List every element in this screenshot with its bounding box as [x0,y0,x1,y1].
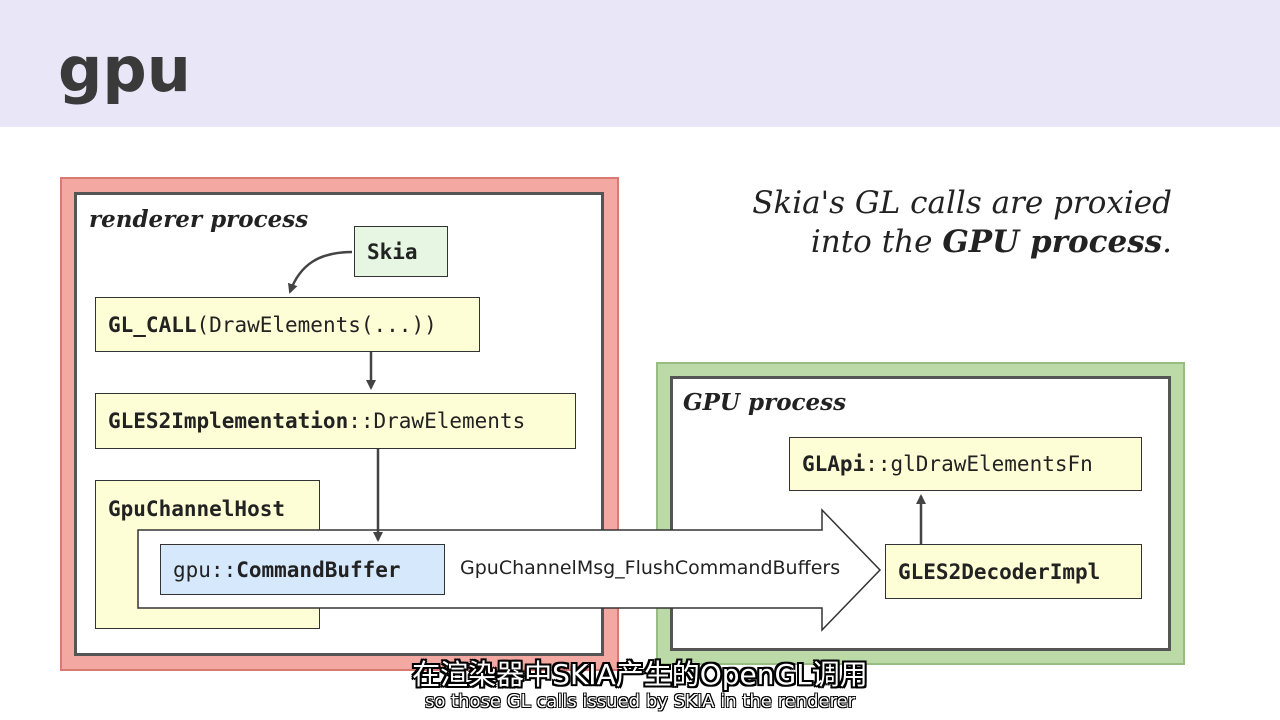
skia-to-glcall-arrow [287,250,353,294]
gles2-implementation-box: GLES2Implementation::DrawElements [95,393,576,449]
slide-title: gpu [58,33,191,106]
gpu-channel-host-label: GpuChannelHost [108,497,286,521]
glapi-class: GLApi [802,452,866,476]
note-line-2-suffix: . [1162,224,1172,260]
command-buffer-class: CommandBuffer [236,557,401,582]
gl-call-box: GL_CALL(DrawElements(...)) [95,297,480,352]
gpu-process-label: GPU process [683,389,847,416]
command-buffer-namespace: gpu:: [173,557,237,582]
explanation-note: Skia's GL calls are proxied into the GPU… [752,184,1172,262]
note-line-1: Skia's GL calls are proxied [752,185,1172,221]
note-gpu-process: GPU process [942,224,1163,260]
gl-call-args: (DrawElements(...)) [196,312,437,337]
gles2-implementation-class: GLES2Implementation [108,409,349,433]
renderer-process-label: renderer process [89,206,309,233]
note-line-2-prefix: into the [810,224,943,260]
glapi-box: GLApi::glDrawElementsFn [789,437,1142,491]
subtitle-english: so those GL calls issued by SKIA in the … [424,691,856,712]
skia-box: Skia [354,226,448,277]
subtitle-chinese: 在渲染器中SKIA产生的OpenGL调用 [412,658,868,691]
gles2-decoder-label: GLES2DecoderImpl [898,559,1101,584]
command-buffer-box: gpu::CommandBuffer [160,544,445,595]
flush-message-label: GpuChannelMsg_FlushCommandBuffers [460,557,841,579]
flush-message-arrow [137,508,882,632]
gles2-decoder-box: GLES2DecoderImpl [885,544,1142,599]
note-line-2: into the GPU process. [752,223,1172,262]
title-bar: gpu [0,0,1280,127]
glapi-method: ::glDrawElementsFn [865,452,1093,476]
gl-call-macro: GL_CALL [108,312,197,337]
skia-label: Skia [367,239,418,264]
gles2-implementation-method: ::DrawElements [348,409,526,433]
